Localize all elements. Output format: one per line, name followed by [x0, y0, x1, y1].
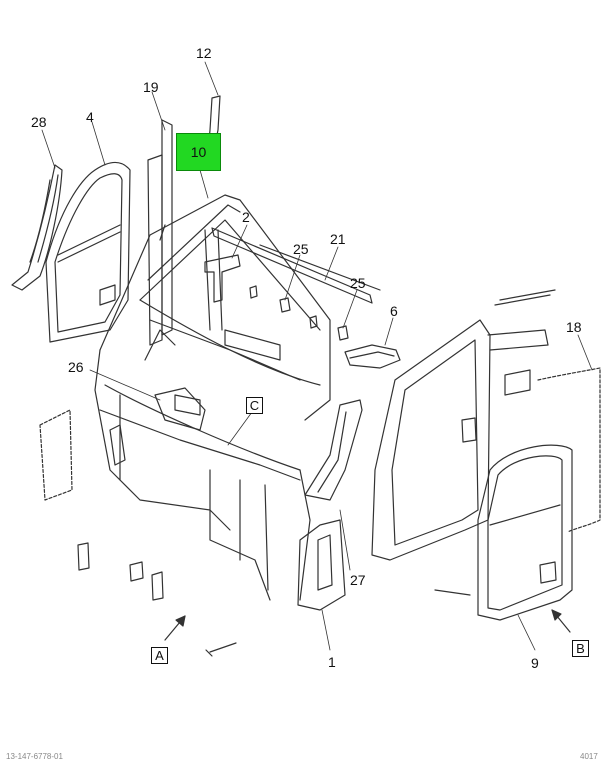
callout-25-lower: 25 [350, 275, 366, 291]
right-door-frame-part [371, 289, 556, 561]
view-arrows [164, 609, 571, 641]
pillar-part [147, 119, 173, 346]
callout-26: 26 [68, 359, 84, 375]
dash-panel-part [154, 387, 206, 431]
small-brackets-part [77, 542, 237, 657]
callout-1: 1 [328, 654, 336, 670]
door-outer-panel-part [537, 367, 601, 533]
callout-9: 9 [531, 655, 539, 671]
callout-18: 18 [566, 319, 582, 335]
callout-2: 2 [242, 209, 250, 225]
right-door-part [434, 444, 573, 621]
callout-25-upper: 25 [293, 241, 309, 257]
view-label-c: C [246, 397, 263, 414]
callout-4: 4 [86, 109, 94, 125]
side-panel-part [39, 409, 73, 501]
header-trim-part [211, 227, 381, 304]
callout-19: 19 [143, 79, 159, 95]
grab-handle-part [204, 254, 241, 303]
highlighted-callout-10[interactable]: 10 [176, 133, 221, 171]
callout-6: 6 [390, 303, 398, 319]
callout-27: 27 [350, 572, 366, 588]
view-label-b: B [572, 640, 589, 657]
callout-21: 21 [330, 231, 346, 247]
footer-left-code: 13-147-6778-01 [6, 752, 63, 761]
door-seal-part [11, 164, 63, 291]
callout-28: 28 [31, 114, 47, 130]
kick-panel-part [297, 519, 346, 611]
leader-lines [41, 61, 593, 651]
left-door-frame-part [45, 161, 131, 343]
trim-cover-part [344, 344, 401, 369]
footer-right-code: 4017 [580, 752, 598, 761]
callout-12: 12 [196, 45, 212, 61]
a-pillar-trim-part [304, 399, 363, 501]
view-label-a: A [151, 647, 168, 664]
clip-part [249, 285, 349, 341]
